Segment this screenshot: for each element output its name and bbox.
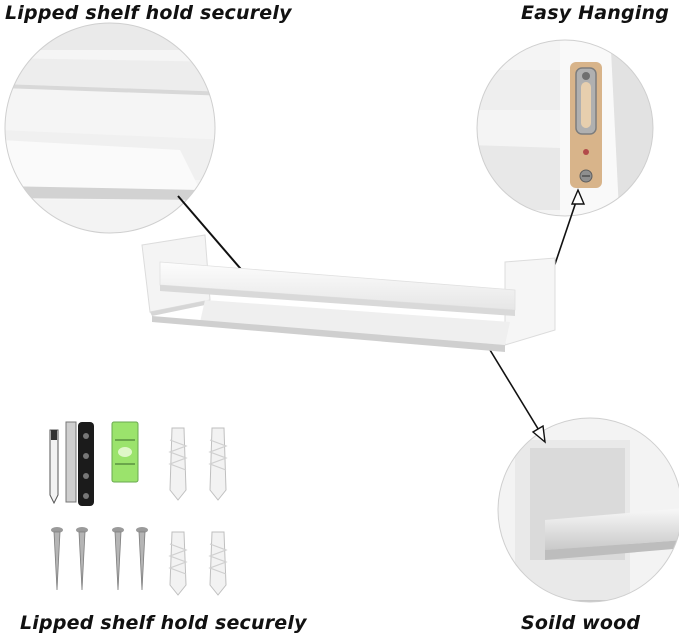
wall-anchor-icon bbox=[208, 427, 228, 501]
solid-wood-magnifier bbox=[497, 417, 679, 603]
caption-lipped-shelf-bottom: Lipped shelf hold securely bbox=[20, 612, 307, 634]
pencil-icon bbox=[49, 429, 59, 505]
pointer-line-wood bbox=[489, 349, 541, 433]
hanging-bracket-magnifier bbox=[476, 39, 654, 217]
screw-icon bbox=[136, 527, 148, 591]
wall-anchor-icon bbox=[168, 531, 188, 596]
caption-easy-hanging: Easy Hanging bbox=[521, 2, 669, 24]
wall-shelf bbox=[141, 234, 556, 352]
arrow-head-icon bbox=[570, 188, 586, 205]
screw-icon bbox=[112, 527, 124, 591]
spirit-level-icon bbox=[111, 421, 139, 483]
wall-anchor-icon bbox=[208, 531, 228, 596]
screw-head-icon bbox=[582, 72, 590, 80]
pointer-line-bracket bbox=[552, 195, 579, 271]
caption-lipped-shelf-top: Lipped shelf hold securely bbox=[5, 2, 292, 24]
screw-icon bbox=[76, 527, 88, 591]
pointer-line-lip bbox=[177, 195, 253, 283]
lip-detail-magnifier bbox=[4, 22, 216, 234]
drill-bit-icon bbox=[65, 421, 94, 506]
screw-icon bbox=[51, 527, 63, 591]
hardware-kit bbox=[49, 421, 228, 596]
arrow-head-icon bbox=[531, 424, 546, 444]
caption-solid-wood: Soild wood bbox=[521, 612, 641, 634]
wall-anchor-icon bbox=[168, 427, 188, 501]
